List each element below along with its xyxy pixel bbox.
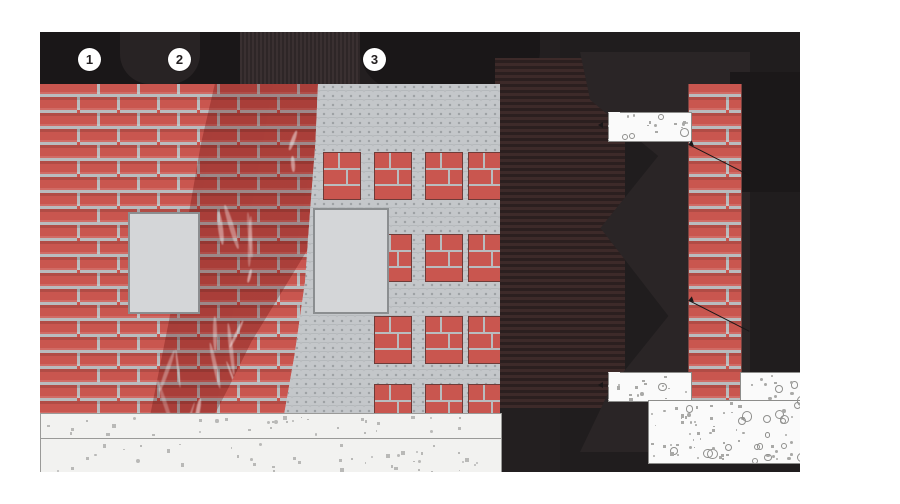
moisture-streak (215, 210, 225, 245)
exposed-brick-patch (425, 316, 463, 364)
exposed-brick-patch (468, 316, 500, 364)
wall-elevation (40, 84, 500, 414)
opening-panel-left (128, 212, 200, 314)
upper-floor-slab-left (608, 112, 692, 142)
section-brick-wall (688, 84, 742, 414)
exposed-brick-patch (425, 152, 463, 200)
exposed-brick-patch (323, 152, 361, 200)
moisture-streak (194, 397, 203, 414)
exposed-brick-patch (374, 384, 412, 414)
moisture-streak (246, 268, 254, 284)
moisture-streak (175, 349, 182, 389)
callout-label-3: 3 (370, 52, 379, 67)
exposed-brick-patch (468, 384, 500, 414)
backdrop-tone-d (495, 58, 625, 408)
callout-label-1: 1 (85, 52, 94, 67)
moisture-streak (212, 316, 218, 352)
exposed-brick-patch (468, 152, 500, 200)
lower-slab-arrow (598, 382, 603, 388)
exposed-brick-patch (425, 384, 463, 414)
exposed-brick-patch (468, 234, 500, 282)
callout-marker-3[interactable]: 3 (363, 48, 386, 71)
upper-slab-arrow (598, 122, 603, 128)
moisture-streak (287, 130, 299, 151)
lower-concrete-slab (40, 438, 502, 472)
moisture-streak (155, 380, 175, 414)
opening-panel-right (313, 208, 389, 314)
section-brick-shading (689, 84, 741, 414)
exposed-brick-patch (374, 152, 412, 200)
upper-concrete-band (40, 413, 502, 439)
moisture-streak (290, 155, 295, 172)
callout-label-2: 2 (175, 52, 184, 67)
lower-floor-slab-left (608, 372, 692, 402)
exposed-brick-patch (374, 316, 412, 364)
lower-floor-slab-right (740, 372, 800, 402)
exposed-brick-patch (425, 234, 463, 282)
exposed-brick-patches (284, 84, 500, 414)
foundation-slab (648, 400, 800, 464)
moisture-streak (222, 203, 241, 250)
callout-marker-2[interactable]: 2 (168, 48, 191, 71)
callout-marker-1[interactable]: 1 (78, 48, 101, 71)
section-bond-offset (689, 84, 741, 414)
illustration-plate: 1 2 3 (40, 32, 800, 472)
